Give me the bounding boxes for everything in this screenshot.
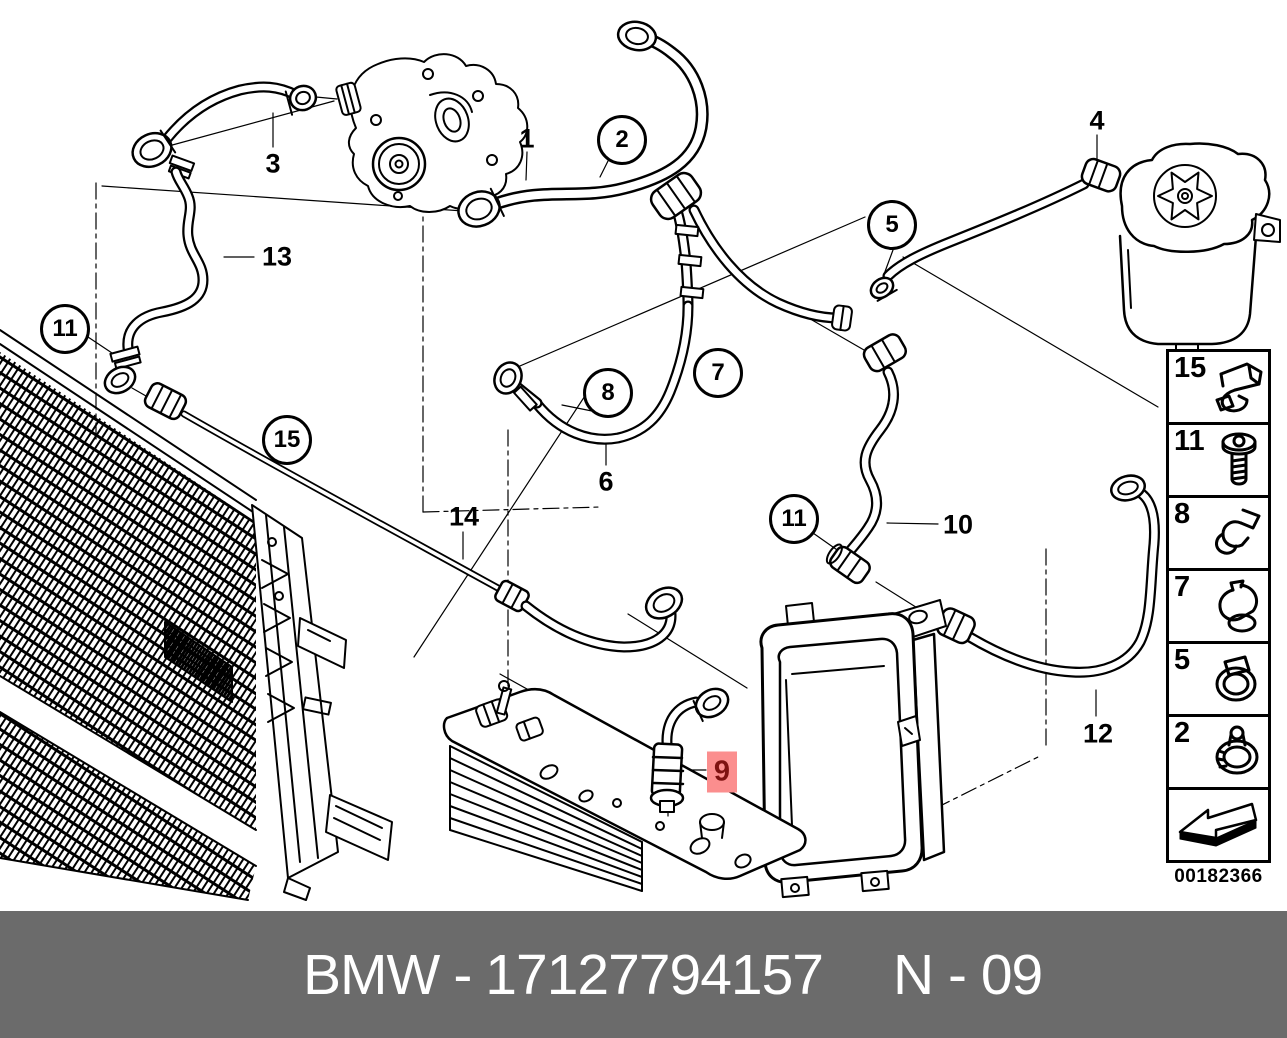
diagram-canvas [0,20,1281,901]
elbow-8 [493,361,523,395]
footer-part-number: 17127794157 [485,942,824,1007]
legend-number: 2 [1174,717,1191,749]
legend-item-15[interactable]: 15 [1169,352,1268,425]
footer-brand: BMW [303,942,440,1007]
legend-item-8[interactable]: 8 [1169,498,1268,571]
legend-item-7[interactable]: 7 [1169,571,1268,644]
callout-7[interactable]: 7 [693,348,743,398]
callout-10[interactable]: 10 [942,509,974,540]
oil-cooler [442,680,807,892]
legend-number: 8 [1174,498,1191,530]
callout-6[interactable]: 6 [598,466,614,497]
hose-1 [457,20,709,228]
hose-13 [103,166,209,397]
fasteners-legend: 15 11 8 [1166,349,1271,863]
hose-clip-icon [1205,356,1267,423]
footer-page-code: N - 09 [893,942,1043,1007]
callout-5[interactable]: 5 [867,200,917,250]
part-9-fitting [649,687,730,821]
radiator [0,329,393,901]
callout-1[interactable]: 1 [519,123,535,154]
callout-11-mid[interactable]: 11 [769,494,819,544]
elbow-5 [869,276,898,302]
hose-3 [131,81,318,180]
callout-13[interactable]: 13 [261,241,293,272]
hose-clamp-icon [1205,648,1267,715]
hose-6 [493,300,694,445]
legend-item-11[interactable]: 11 [1169,425,1268,498]
torx-screw-icon [1205,429,1267,496]
callout-12[interactable]: 12 [1082,718,1114,749]
callout-4[interactable]: 4 [1089,105,1105,136]
pipe-14 [143,382,684,653]
legend-number: 7 [1174,571,1191,603]
legend-item-5[interactable]: 5 [1169,644,1268,717]
legend-number: 11 [1174,425,1205,457]
hose-10 [825,333,908,585]
callout-15[interactable]: 15 [262,415,312,465]
hose-2 [649,171,853,332]
callout-2[interactable]: 2 [597,115,647,165]
legend-number: 5 [1174,644,1191,676]
callout-11-left[interactable]: 11 [40,304,90,354]
callout-14[interactable]: 14 [448,501,480,532]
callout-8[interactable]: 8 [583,368,633,418]
legend-item-2[interactable]: 2 [1169,717,1268,790]
legend-item-arrow[interactable] [1169,790,1268,860]
spring-clamp-icon [1205,575,1267,642]
footer-separator: - [453,942,472,1007]
legend-number: 15 [1174,352,1207,384]
expansion-tank [1118,142,1281,359]
worm-drive-clamp-icon [1205,721,1267,788]
hose-4 [869,157,1122,302]
footer-bar: BMW - 17127794157 N - 09 [0,911,1287,1038]
direction-arrow-icon [1174,796,1262,859]
water-pump [335,53,529,213]
auxiliary-radiator [759,599,947,899]
callout-3[interactable]: 3 [265,148,281,179]
callout-9-highlighted[interactable]: 9 [707,751,737,793]
diagram-number: 00182366 [1174,866,1263,887]
hose-12 [935,474,1160,678]
wire-clip-icon [1205,502,1267,569]
